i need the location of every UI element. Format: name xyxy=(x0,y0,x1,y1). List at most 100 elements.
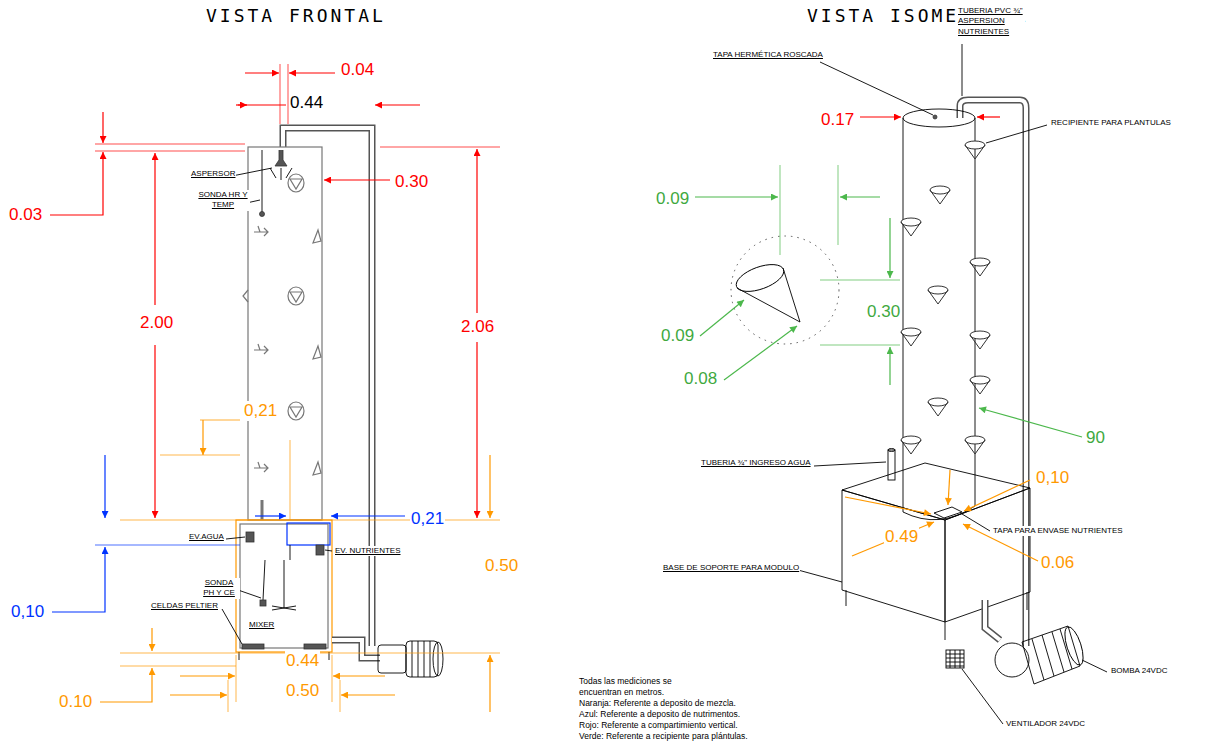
note-text: Verde: Referente a recipiente para plánt… xyxy=(578,731,749,742)
dimension-value: 0,21 xyxy=(410,509,445,529)
dimension-value: 0,10 xyxy=(1035,468,1070,488)
iso-base-box xyxy=(888,450,895,480)
iso-tower xyxy=(930,186,950,204)
note-text: Naranja: Referente a deposito de mezcla. xyxy=(578,698,737,709)
dimension-line xyxy=(100,420,500,712)
front-tower xyxy=(260,212,265,217)
dimension-line xyxy=(238,104,286,105)
leader-line xyxy=(325,550,332,551)
iso-tower xyxy=(970,258,990,276)
leader-line xyxy=(238,590,261,598)
dimension-line xyxy=(228,680,340,712)
dimension-line xyxy=(52,547,105,612)
callout-label: SONDA HR Y TEMP xyxy=(196,190,250,211)
front-tower xyxy=(288,287,304,305)
iso-pump xyxy=(946,650,964,668)
front-tower xyxy=(290,292,302,302)
iso-base-box xyxy=(842,449,1030,641)
iso-tower xyxy=(933,115,937,119)
dimension-line xyxy=(964,480,1030,511)
dimension-value: 0.44 xyxy=(289,93,324,113)
dimension-value: 0.17 xyxy=(820,110,855,130)
mixing-tank xyxy=(260,600,266,606)
leader-line xyxy=(962,44,963,96)
dimension-line xyxy=(860,116,901,117)
callout-label: MIXER xyxy=(248,620,275,630)
dimension-value: 0.09 xyxy=(655,189,690,209)
front-pump xyxy=(332,640,443,677)
iso-pump xyxy=(1032,629,1072,680)
dimension-value: 0.30 xyxy=(394,172,429,192)
front-tower xyxy=(313,346,321,359)
front-pump xyxy=(332,640,380,658)
front-tower xyxy=(290,407,302,417)
callout-label: SONDA PH Y CE xyxy=(198,578,240,599)
front-tower xyxy=(248,147,322,520)
leader-line xyxy=(222,168,332,644)
callout-label: CELDAS PELTIER xyxy=(150,601,219,611)
front-tower xyxy=(288,174,304,192)
dimension-value: 0.04 xyxy=(340,60,375,80)
iso-pipe xyxy=(960,100,1026,646)
note-text: Azul: Referente a deposito de nutrimento… xyxy=(578,709,741,720)
dimension-line xyxy=(695,165,1082,437)
dimension-line xyxy=(95,144,245,151)
mixing-tank xyxy=(304,644,326,649)
front-tower xyxy=(288,402,304,420)
iso-pump xyxy=(946,650,964,668)
dimension-line xyxy=(160,440,290,520)
dimension-line xyxy=(700,300,744,336)
dimension-line xyxy=(50,152,103,215)
dimension-line xyxy=(52,455,405,612)
dimension-value: 0.09 xyxy=(660,326,695,346)
dimension-line xyxy=(154,153,155,305)
note-text: Todas las mediciones se encuentran en me… xyxy=(578,676,692,698)
dimension-value: 0.06 xyxy=(1040,553,1075,573)
dimension-line xyxy=(120,520,500,653)
callout-label: ASPERSOR xyxy=(190,169,236,179)
dimension-line xyxy=(977,116,1000,117)
dimension-line xyxy=(860,116,1000,117)
dimension-value: 0.44 xyxy=(285,651,320,671)
dimension-line xyxy=(102,112,103,143)
iso-pump xyxy=(985,600,1000,640)
callout-label: EV.AGUA xyxy=(188,532,225,542)
leader-line xyxy=(798,570,842,582)
iso-tower xyxy=(901,109,990,520)
leader-line xyxy=(798,44,1107,724)
mixing-tank xyxy=(290,545,291,560)
dimension-line xyxy=(341,694,395,695)
view-title: VISTA FRONTAL xyxy=(205,6,387,27)
dimension-value: 0,10 xyxy=(10,602,45,622)
dimension-line xyxy=(280,64,288,124)
leader-line xyxy=(986,125,1047,143)
dimension-line xyxy=(154,345,155,518)
dimension-line xyxy=(840,196,880,197)
mixing-tank xyxy=(246,532,254,542)
mixing-tank xyxy=(316,545,324,555)
dimension-line xyxy=(333,675,385,676)
front-tower xyxy=(290,179,302,189)
dimension-value: 90 xyxy=(1085,428,1106,448)
dimension-line xyxy=(289,72,335,73)
front-tower xyxy=(275,150,287,166)
dimension-value: 2.00 xyxy=(139,313,174,333)
front-tower xyxy=(288,287,304,305)
mixing-tank xyxy=(263,560,265,600)
dimension-line xyxy=(331,515,405,516)
iso-pump xyxy=(985,600,1000,640)
dimension-value: 2.06 xyxy=(460,317,495,337)
callout-label: TAPA PARA ENVASE NUTRIENTES xyxy=(992,526,1124,536)
dimension-value: 0.30 xyxy=(866,302,901,322)
leader-line xyxy=(962,514,990,531)
dimension-line xyxy=(170,694,227,695)
dimension-value: 0.10 xyxy=(58,692,93,712)
callout-label: TAPA HERMÉTICA ROSCADA xyxy=(712,50,824,60)
leader-line xyxy=(1082,660,1107,672)
dimension-line xyxy=(104,455,105,518)
iso-base-box xyxy=(846,590,1027,640)
dimension-line xyxy=(476,149,477,313)
front-tower xyxy=(262,150,263,212)
